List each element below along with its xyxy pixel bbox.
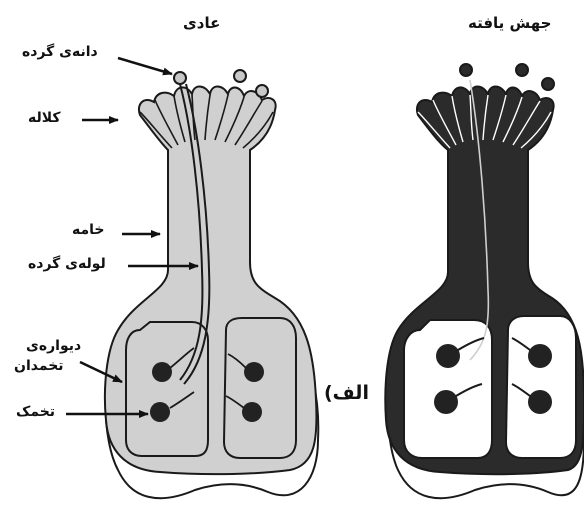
mutant-pistil [385,64,584,498]
ovary-wall-label-line1: دیواره‌ی [26,338,81,355]
normal-pistil-body [105,87,317,475]
normal-pollen-grain [234,70,246,82]
ovule-icon [436,344,460,368]
ovule-icon [528,390,552,414]
normal-pollen-grain [256,85,268,97]
ovule-icon [244,362,264,382]
ovule-label: تخمک [16,404,55,421]
mutant-pollen-grain [460,64,472,76]
pollen-tube-label: لوله‌ی گرده [28,256,106,273]
pollen-grain-arrow [118,58,172,74]
style-label: خامه [72,222,105,239]
ovule-icon [150,402,170,422]
normal-pistil [105,70,318,498]
ovule-icon [242,402,262,422]
stigma-label: کلاله [28,110,61,127]
mutant-ovary-chamber-left [404,320,492,458]
normal-pollen-grain [174,72,186,84]
mutant-pollen-grain [542,78,554,90]
pollen-grain-label: دانه‌ی گرده [22,44,98,61]
normal-title: عادی [183,14,220,32]
panel-label: الف) [324,382,369,405]
mutant-title: جهش یافته [468,14,551,32]
ovule-icon [528,344,552,368]
ovule-icon [434,390,458,414]
ovule-icon [152,362,172,382]
ovary-wall-label-line2: تخمدان [14,358,64,375]
mutant-pollen-grain [516,64,528,76]
